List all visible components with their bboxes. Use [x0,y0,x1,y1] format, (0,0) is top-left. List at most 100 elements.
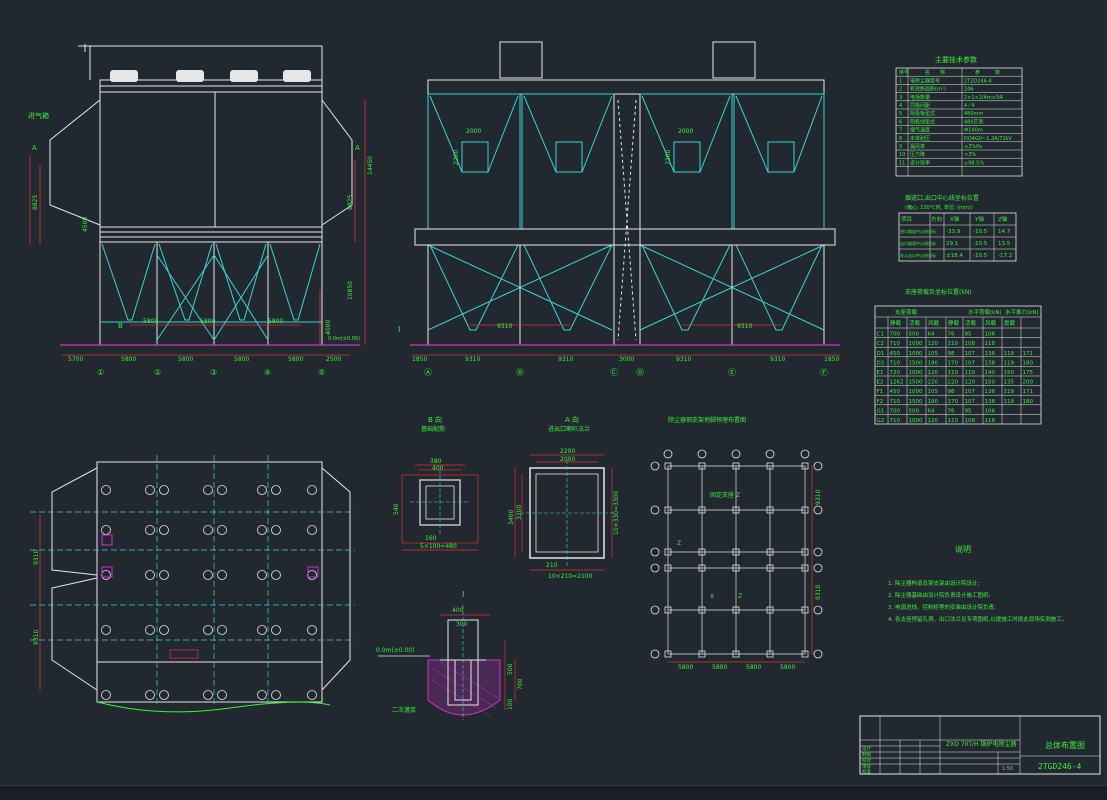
load-cell: 700 [890,332,901,338]
mark-z2: Z [677,540,681,547]
detail-b-subtitle: 基础配筋 [421,425,445,433]
drawing-number: 2TGD246-4 [1038,762,1082,771]
plan-bolt-hole [101,525,111,535]
notes-block: 说明 1. 除尘器构造及钢支架由设计院设计; 2. 除尘器基础由设计院负责设计施… [888,544,1067,623]
load-cell: 171 [1023,351,1034,357]
anchor-plate [732,606,740,614]
detail-a-dim-2: 2000 [560,456,575,463]
plan-bolt-hole [145,525,155,535]
side-dim-1: 2200 [453,150,460,165]
tech-cell: 电场数量 [910,94,930,101]
detail-a-dim-3: 3400 [508,510,515,525]
plan-bolt-hole [101,570,111,580]
load-group-header: 水平荷载(kN) [968,308,1002,316]
detail-i-dim-4: 700 [517,678,524,690]
tech-cell: 5 [899,111,902,117]
dim-v-6: 4000 [325,320,332,335]
status-bar [0,785,1107,800]
bottom-dim-5: 5800 [288,356,303,363]
dim-v-2: 14450 [367,156,374,175]
inlet-cell: -33.9 [946,229,961,235]
inlet-header-cell: 方向 [931,215,942,223]
tb-row-label: 批准 [862,768,871,775]
tech-cell: 2×1×2/4m×5⁄4 [964,95,1003,101]
plan-bolt-hole [217,485,227,495]
load-cell: 170 [948,399,959,405]
title-block: ZXD 70T/H 锅炉电除尘器 总体布置图 2TGD246-4 1:50 设计… [859,715,1101,775]
load-cell: 120 [928,341,939,347]
section-mark-a-right: A [355,144,360,152]
tech-header-cell: 称 [940,69,945,76]
axis-label: ② [154,368,161,377]
plan-bolt-hole [307,525,317,535]
load-cell: 1500 [909,399,923,405]
plan-bolt-hole [217,625,227,635]
load-cell: 180 [1023,360,1034,366]
load-cell: 110 [948,418,959,424]
axis-bubble [813,505,823,515]
load-header-cell: 风载 [985,319,997,327]
plan-bolt-hole [271,690,281,700]
inlet-box-label: 进气箱 [28,111,49,120]
tech-cell: 7 [899,128,902,134]
load-cell: 710 [890,360,901,366]
detail-i-grout-label: 二次灌浆 [392,706,416,714]
anchor-plate [664,548,672,556]
plan-bolt-hole [203,485,213,495]
detail-a-view: A 向 进出口喇叭法兰 2200 2000 3400 3200 10×210=2… [508,415,620,580]
inlet-cell: -10.5 [973,229,988,235]
load-cell: 170 [948,360,959,366]
axis-bubble [697,449,707,459]
detail-i-view: I 0.0m(±0.00) 400 300 500 700 100 二次灌浆 [376,590,524,720]
inlet-cell: -17.2 [998,253,1012,259]
plan-bolt-hole [101,625,111,635]
bottom-dim-6: 2500 [326,356,341,363]
load-cell: 105 [928,351,939,357]
tech-cell: 10 [899,152,905,158]
inlet-cell: 灰斗出口中心线坐标 [900,252,936,258]
inner-dim-1: 5800 [143,318,158,325]
load-cell: 700 [890,408,901,414]
inlet-cell: -10.5 [973,253,988,259]
plan-bolt-hole [159,525,169,535]
plan-bolt-hole [307,625,317,635]
axis-bubble [813,547,823,557]
load-cell: 220 [928,380,939,386]
bottom-dim-1: 1850 [412,356,427,363]
plan-bolt-hole [203,690,213,700]
found-dim-2: 5800 [712,664,727,671]
load-header-cell: 静载 [948,319,960,327]
load-cell: 136 [985,351,996,357]
load-cell: C1 [877,332,884,338]
dim-v-1: 8825 [32,195,39,210]
tech-cell: 有效断面积(m²) [910,86,946,93]
load-cell: 106 [985,332,996,338]
tech-cell: 阴极线型式 [910,118,935,125]
mark-x: X [710,593,714,600]
load-cell: G2 [877,418,885,424]
load-cell: 720 [890,370,901,376]
tech-cell: 480芒刺 [964,118,984,125]
axis-bubble [650,563,660,573]
detail-b-view: B 向 基础配筋 380 400 540 160 5×100=480 [393,415,479,551]
plan-view: 9310 9310 [30,455,355,713]
tech-cell: 3 [899,95,902,101]
bottom-dim-7: 1850 [824,356,839,363]
plan-bolt-hole [307,485,317,495]
load-cell: 76 [948,332,955,338]
load-cell: 107 [965,389,976,395]
found-dim-1: 5800 [678,664,693,671]
tech-cell: 同极间距 [910,102,930,109]
axis-label: Ⓐ [424,368,432,377]
anchor-plate [664,462,672,470]
foundation-plan-view: 除尘器钢支架地脚预埋布置图 5800 5800 5800 5800 9310 9… [650,416,823,671]
load-cell: 64 [928,408,935,414]
load-header-cell: 活载 [965,319,977,327]
tech-cell: 11 [899,160,905,166]
plan-bolt-hole [101,690,111,700]
inlet-table-subtitle: (偏心: 130°C时, 单位: (mm)) [905,204,973,211]
anchor-plate [664,506,672,514]
support-load-table: 支座荷载及坐标位置(kN) 支座荷载水平荷载(kN)水平推力(kN)静载活载风载… [874,288,1042,425]
tech-header-cell: 名 [925,69,930,76]
